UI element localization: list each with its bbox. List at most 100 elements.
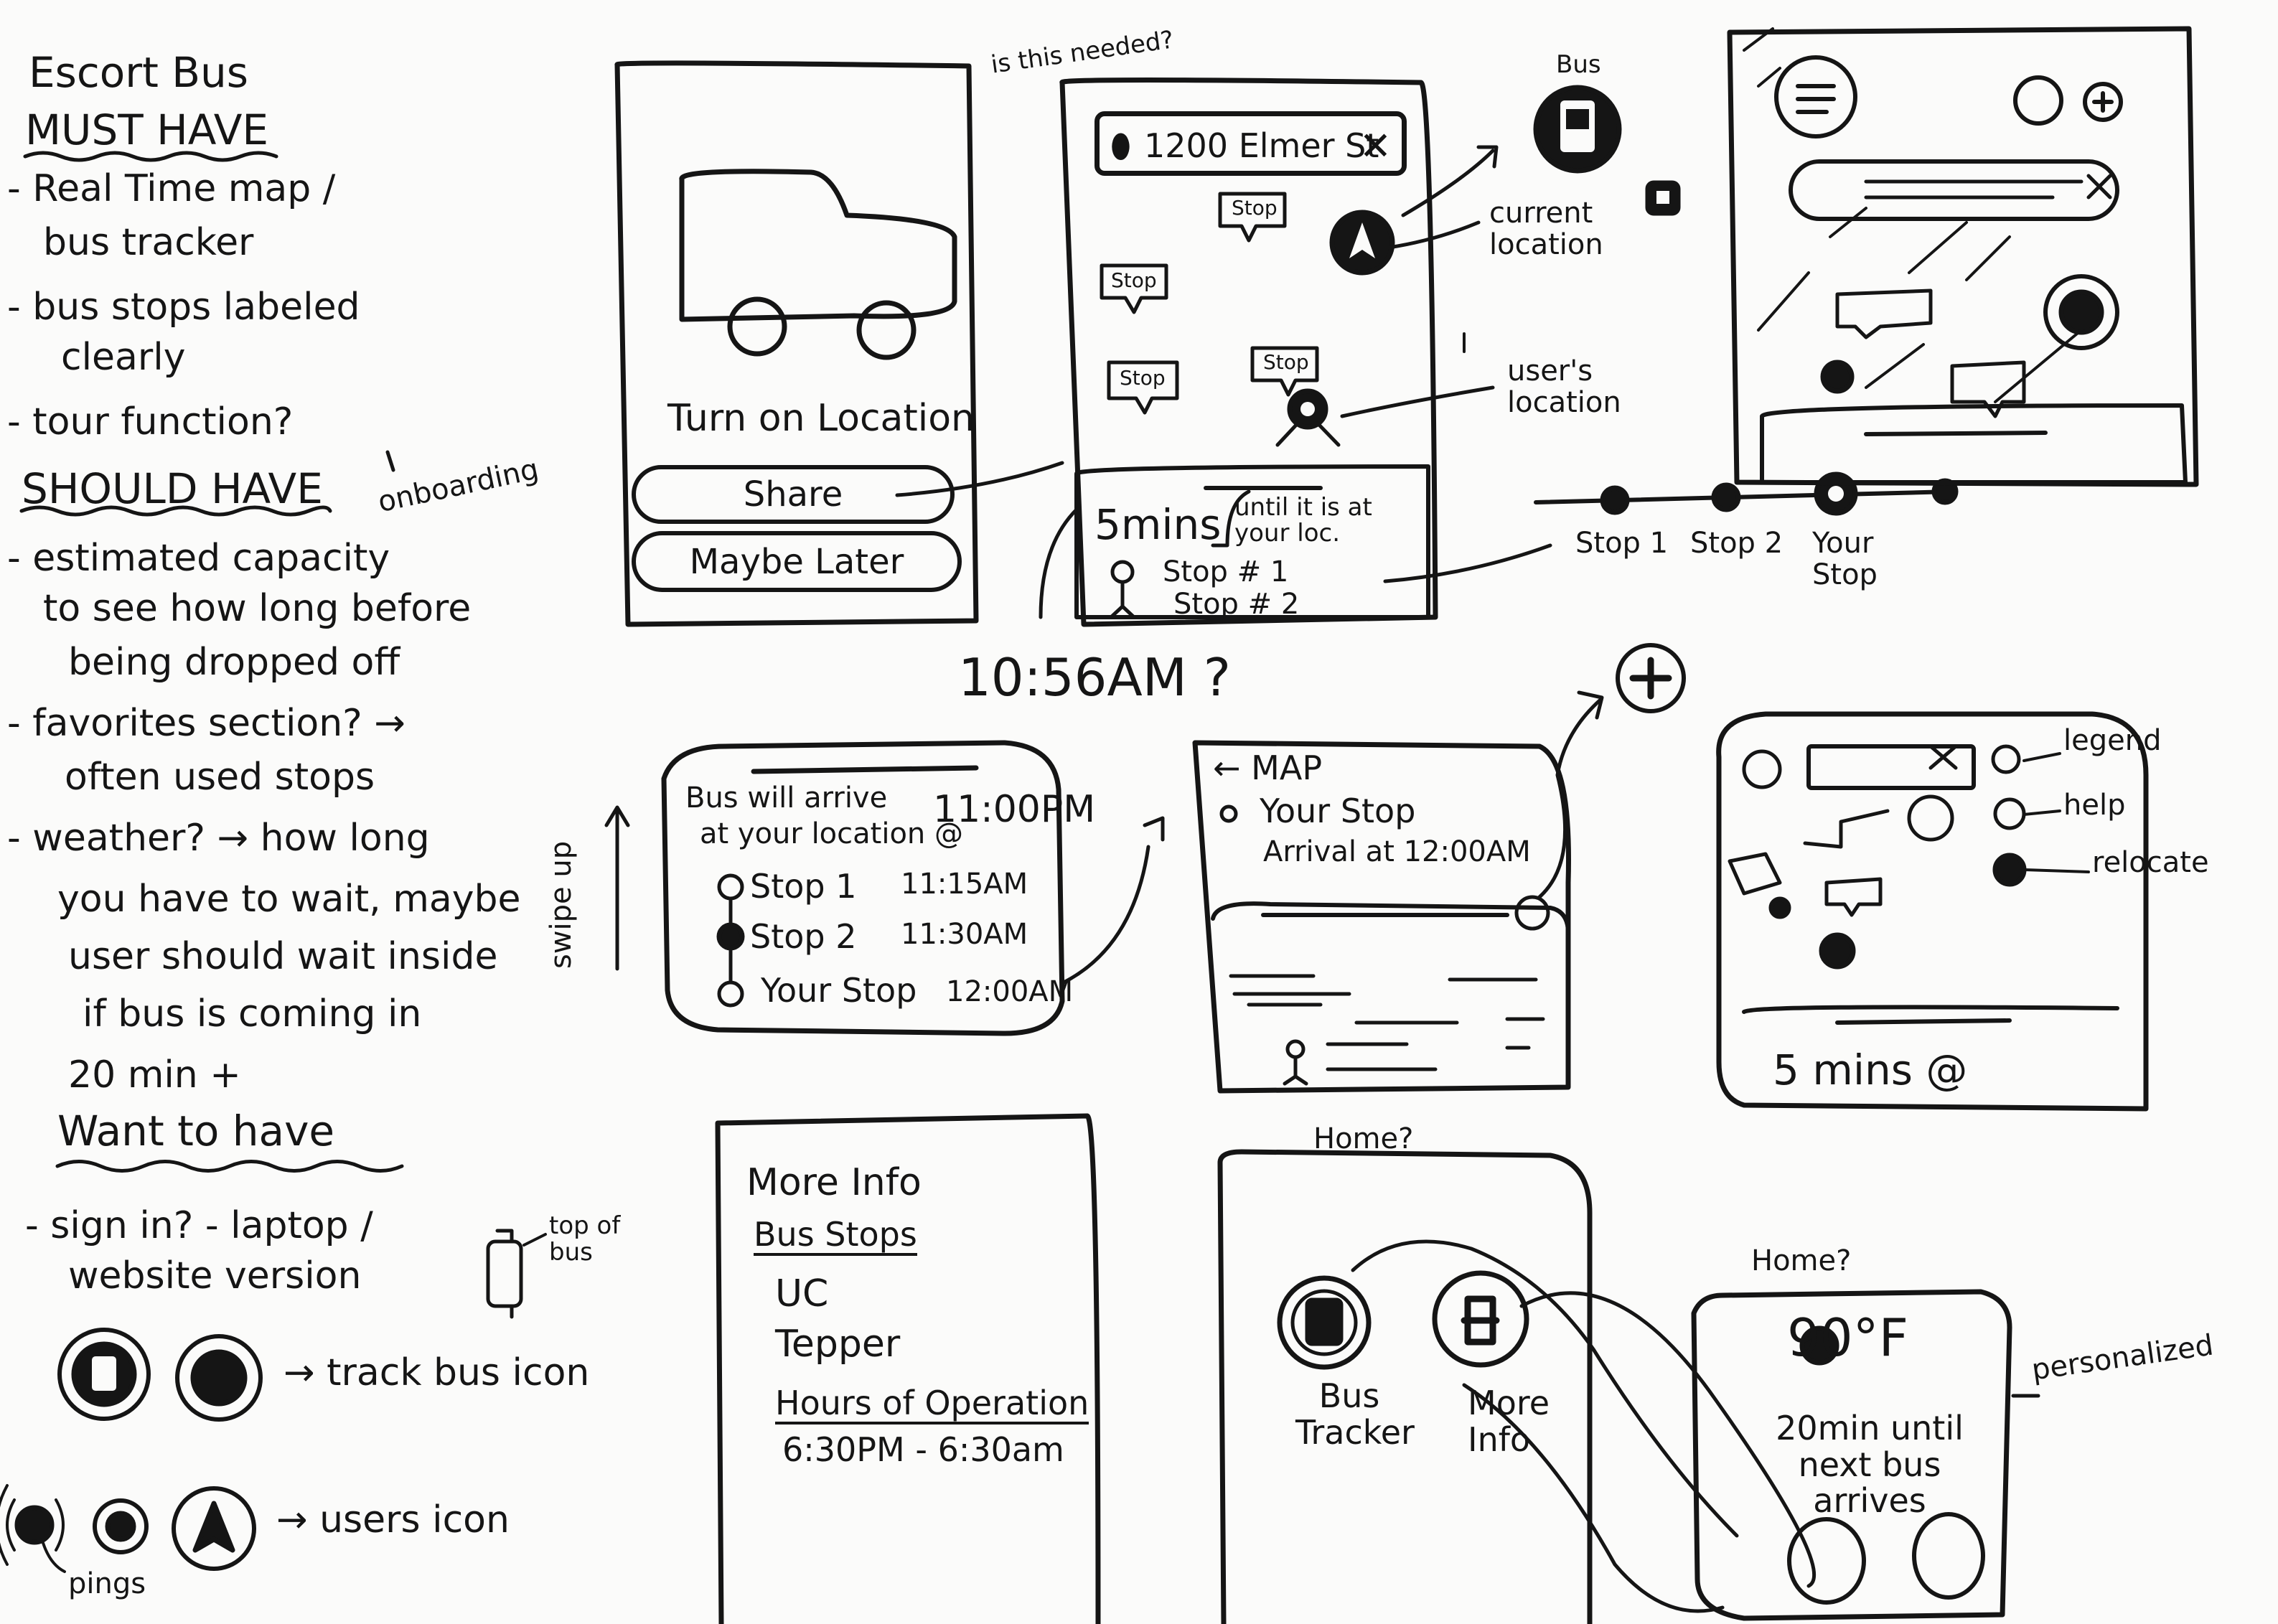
location-pin-icon: ⬮ [1110,126,1131,165]
arrive-time: 11:00PM [933,788,1096,831]
sheet-stop-1: Stop # 1 [1163,555,1289,588]
stop-marker-1[interactable] [1218,192,1287,243]
bus-tracker-button[interactable] [1277,1275,1372,1370]
ping-icon-2 [93,1498,149,1554]
should-item: often used stops [65,756,375,799]
onboarding-screen-frame [614,60,979,627]
users-icon-note: → users icon [276,1498,510,1541]
must-item: - tour function? [7,400,294,443]
location-search-bar[interactable]: ⬮ 1200 Elmer St ✕ [1095,111,1407,176]
want-item: - sign in? - laptop / [25,1204,373,1247]
swipe-up-arrow [604,805,630,971]
wheel-left-icon [727,296,787,357]
bus-tracker-label: Bus Tracker [1295,1376,1415,1452]
should-have-heading: SHOULD HAVE [22,464,323,513]
should-item: being dropped off [68,641,400,684]
navigation-arrow-icon [1349,222,1375,258]
top-of-bus-icon [486,1239,523,1308]
help-icon[interactable] [2013,75,2063,126]
bus-icon-map2 [1907,794,1954,842]
must-item: - Real Time map / [7,167,336,210]
menu-button[interactable] [1774,55,1857,139]
next-bus-message: 20min until next bus arrives [1776,1409,1964,1521]
wavy-underline-1 [23,151,278,162]
map-bottom-sheet [1074,464,1430,619]
eta-minutes: 5mins [1095,500,1222,549]
arrive-line-2: at your location @ [700,817,963,850]
bus-icon-label: Bus [1556,50,1601,79]
home1-frame [1217,1149,1593,1624]
schedule-stop-name: Your Stop [761,971,917,1010]
eta-suffix: until it is at your loc. [1234,493,1372,548]
map-screen-2-frame [1716,711,2149,1112]
users-location-label: user's location [1507,355,1621,419]
clear-search-icon[interactable]: ✕ [1359,123,1392,169]
map3-search-bar [1789,159,2119,221]
should-item: - estimated capacity [7,537,390,580]
person-icon [1110,560,1135,584]
map-screen-3-frame [1727,26,2199,487]
schedule-stop-time: 11:30AM [901,918,1028,951]
stop-label: Stop [1232,196,1278,220]
weather-icon [1799,1325,1839,1366]
map2-eta: 5 mins @ [1773,1046,1968,1094]
wheel-right-icon [856,300,917,360]
stop-marker-2[interactable] [1100,263,1168,314]
sheet-stop-2: Stop # 2 [1173,588,1300,621]
stop-progress-line [1534,489,1954,504]
detail-arrival: Arrival at 12:00AM [1263,835,1531,868]
must-have-heading: MUST HAVE [25,105,269,154]
user-arrow-icon [172,1486,256,1571]
bus-icon-map3 [2043,274,2119,350]
detail-sheet [1211,901,1570,935]
wavy-underline-2 [19,505,332,517]
schedule-stop-time: 12:00AM [946,975,1074,1008]
stop-label: Stop [1111,268,1157,292]
bus-stop-item[interactable]: Tepper [775,1323,901,1366]
temperature: 90°F [1787,1308,1909,1368]
legend-label: legend [2063,724,2162,757]
location-search-value: 1200 Elmer St [1144,126,1379,165]
schedule-card-frame [661,740,1065,1036]
back-to-map-link[interactable]: ← MAP [1213,748,1323,787]
detail-screen-frame [1192,740,1571,1094]
more-info-button[interactable] [1432,1270,1529,1368]
progress-your-stop: Your Stop [1812,527,1878,591]
stop-marker-4[interactable] [1250,346,1319,397]
stop-marker-3[interactable] [1107,360,1179,415]
share-button[interactable]: Share [632,465,955,524]
schedule-stop-name: Stop 1 [750,867,857,906]
bus-stop-item[interactable]: UC [775,1272,829,1315]
should-item: user should wait inside [68,935,498,978]
current-time: 10:56AM ? [958,647,1231,708]
must-item: clearly [61,336,186,379]
bus-outline-icon [679,169,957,322]
more-info-title: More Info [746,1161,922,1204]
progress-stop-1: Stop 1 [1575,527,1669,560]
hours-value: 6:30PM - 6:30am [782,1430,1064,1469]
pings-note: pings [68,1567,146,1600]
schedule-stop-name: Stop 2 [750,917,857,956]
swipe-up-note: swipe up [545,840,578,969]
help-label: help [2063,789,2126,822]
add-icon[interactable] [2083,82,2123,122]
more-info-frame [715,1113,1101,1624]
current-location-label: current location [1489,197,1603,261]
should-item: to see how long before [43,587,472,630]
should-item: - favorites section? → [7,702,406,745]
must-item: bus tracker [43,221,254,264]
track-bus-icon-2 [175,1334,263,1422]
wavy-underline-3 [55,1160,404,1173]
map3-bottom-sheet [1760,403,2188,484]
home2-label: Home? [1751,1244,1852,1277]
arrive-line-1: Bus will arrive [685,782,888,815]
hours-heading: Hours of Operation [775,1385,1089,1424]
must-item: - bus stops labeled [7,286,360,329]
track-bus-icon-1 [57,1328,151,1421]
detail-your-stop: Your Stop [1260,792,1416,830]
add-stop-button[interactable] [1616,643,1686,713]
home2-frame [1691,1289,2012,1621]
maybe-later-button[interactable]: Maybe Later [632,531,962,592]
should-item: you have to wait, maybe [57,878,521,921]
